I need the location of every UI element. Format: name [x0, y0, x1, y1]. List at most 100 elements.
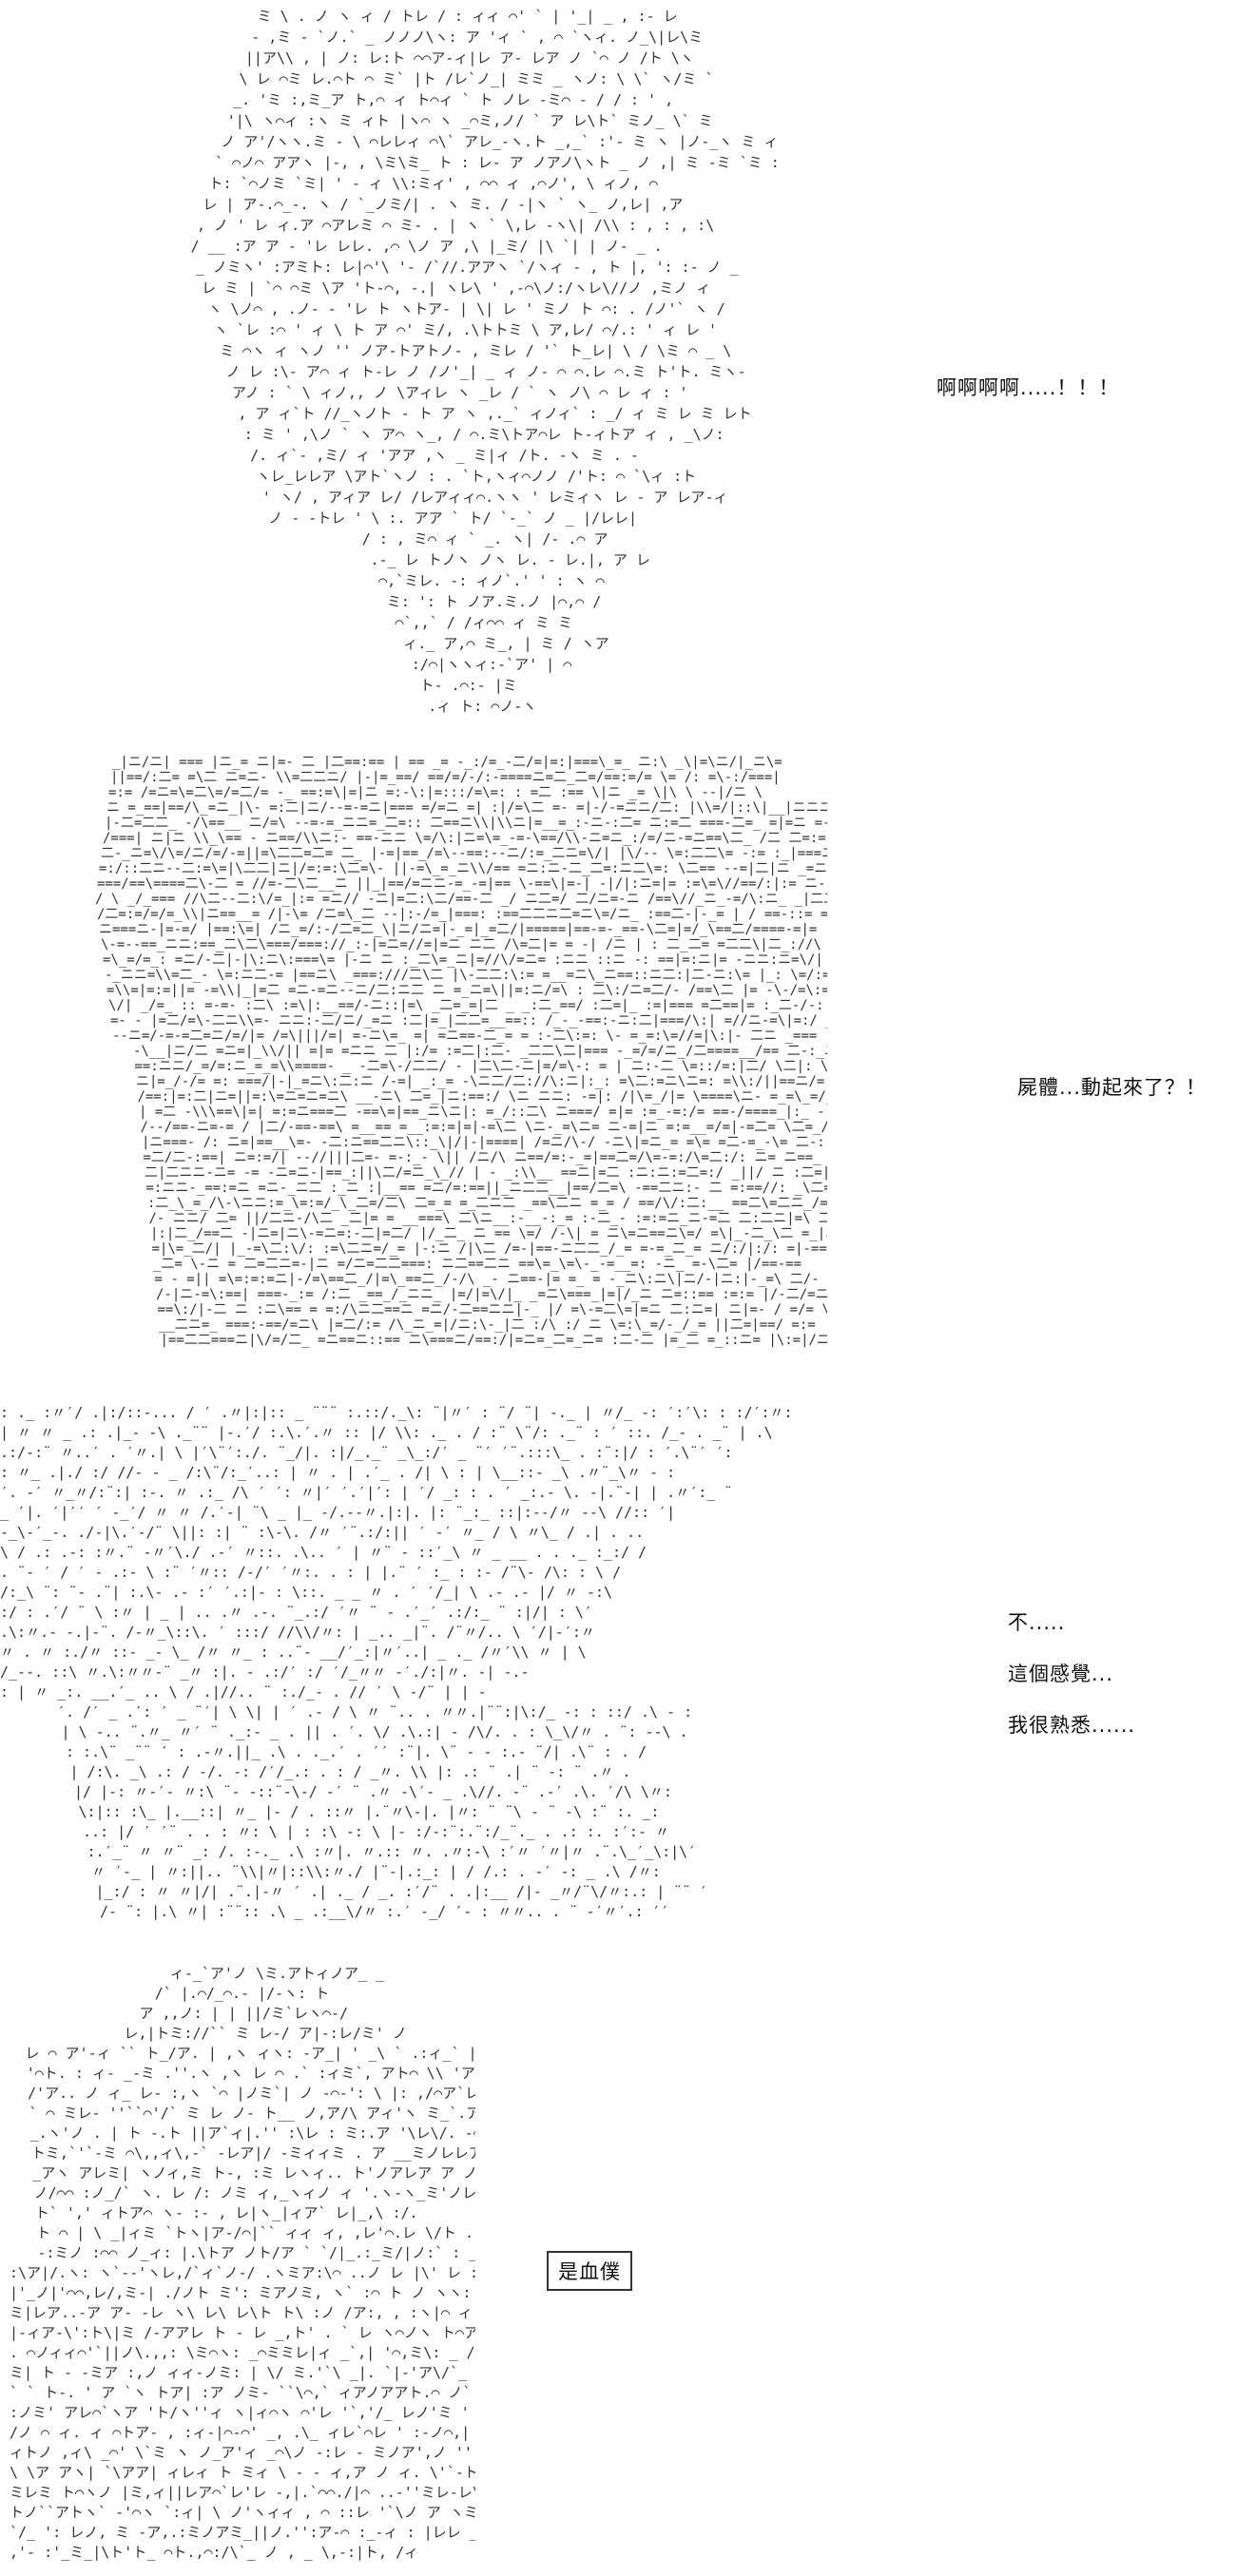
ascii-art-line: /==:|=:二|ニ=||=:\=ニ=ニ=ニ\ __-ニ\ 二=_|ニ:==:/… [138, 1089, 828, 1105]
caption-scream: 啊啊啊啊.....！！！ [937, 373, 1119, 401]
ascii-art-line: , ア ィ`ト //_ヽノト - ト ア ヽ ,._` ィノィ` : _/ ィ … [238, 405, 751, 422]
ascii-art-line: =\_=/=_: =ニ/-二|-|\:ニ\:===\= |-ニ ニ :_二\=_… [103, 952, 823, 968]
ascii-art-line: ニ|=_/-/= =: ===/|-|_=ニ\:二:ニ /-=| _:_= -\… [136, 1074, 827, 1089]
ascii-art-line: |'_ノ|'⌒⌒,レ/,ミ-| ./ノト ミ': ミアノミ, ヽ` :⌒ ト ノ… [10, 2284, 475, 2301]
ascii-art-line: アノ : ` \ ィノ,, ノ \アィレ ヽ _レ / ` ヽ ノ\ ⌒ レ ィ… [232, 384, 688, 401]
ascii-art-line: \ / .: .-: :〃.¨ -〃′\./ .-′ 〃::. .\.. ′ |… [0, 1544, 647, 1561]
ascii-art-line: ト- .⌒:- |ミ [420, 677, 517, 694]
ascii-art-line: ィトノ ,ィ\ _⌒' \`ミ ヽ ノ_ア'ィ _⌒\ノ -:レ - ミノア',… [10, 2444, 475, 2461]
ascii-art-line: /二=:=/=/=_\\|ニ==__= /|-\= /ニ=\_二 --|:-/=… [97, 907, 827, 922]
ascii-art-line: ニ===ニ-|=-=/ |==:\=| /ニ_=/:-/二=二_\|ニ/ニ=|-… [99, 922, 817, 937]
ascii-art-line: |/ |-: 〃-′- 〃:\ ¨- -::¨-\-/ -′ ¨ .〃 -\′-… [74, 1783, 672, 1800]
ascii-art-line: :/⌒|ヽヽィ:-`ア' | ⌒ [412, 656, 571, 673]
ascii-art-line: ' ヽ/ , アィア レ/ /レアィィ⌒.ヽヽ ' レミィヽ レ - ア レア-… [262, 489, 728, 506]
ascii-art-line: トノ``アトヽ` -'⌒ヽ `:ィ| \ ノ'ヽィィ , ⌒ ::レ '`\ノ … [10, 2504, 475, 2521]
ascii-art-line: = - =|| =\=:=:=ニ|-/=\==二_/|=\_==二_/-/\ _… [155, 1272, 820, 1287]
ascii-art-line: 二|二ニニ-ニ= -= -ニ=ニ-|==_:||\二/=ニ_\_// | - _… [145, 1165, 827, 1181]
ascii-art-line: |ニ===- /: ニ=|==__\=- -二:ニ==二ニ\::_\|/|-|=… [142, 1135, 827, 1150]
ascii-art-line: _. 'ミ :,ミ_ア ト,⌒ ィ ト⌒ィ ` ト ノレ -ミ⌒ - / / :… [233, 91, 673, 108]
ascii-art-line: /- ¨: |.\ 〃| :¨¨:: .\ _ .:__\/〃 :.′ -_/ … [100, 1903, 669, 1920]
ascii-art-line: ミ| ト - -ミア :,ノ ィィ-ノミ: | \/ ミ.'`\ _|. `|-… [10, 2364, 475, 2381]
ascii-art-line: ヽレ_レレア \アト`ヽノ : . `ト,ヽィ⌒ノノ /'ト: ⌒ `\ィ :ト [256, 468, 696, 485]
art-panel-scream: ミ \ . ノ ヽ ィ / トレ / : ィィ ⌒' ` | '_| _ , :… [152, 0, 780, 722]
ascii-art-line: \ \ア アヽ| `\アア| ィレィ ト ミィ \ - - ィ,ア ノ ィ. \… [10, 2464, 475, 2481]
ascii-art-line: _|ニ/ニ| === |ニ_= ニ|=- 二 |二==:== | == _= -… [112, 755, 782, 770]
ascii-art-line: __二ニ=_ ===:-==/=ニ\ |=二/:= /\_ニ_=|/ニ:\-_|… [159, 1317, 816, 1333]
ascii-art-line: /'ア.. ノ ィ_ レ- :,ヽ `⌒ |ノミ`| ノ -⌒-': \ |: … [28, 2085, 475, 2102]
ascii-art-line: =:ニニ-_==:=ニ =ニ-_ニ二 :_ニ :|__== =ニ/=:==||_… [146, 1181, 828, 1196]
ascii-art-line: /:_\ ¨: ¨- .¨| :.\- .- :′ ′.:|- : \::. _… [0, 1584, 612, 1601]
ascii-art-line: _アヽ アレミ| ヽノィ,ミ ト-, :ミ レヽィ.. ト'ノアレア ア ノ_ミ… [32, 2164, 475, 2182]
ascii-art-line: =:/::二ニ--二:=\=|\二二|ニ|/=:=:\二=\- ||-=\_=_… [99, 861, 827, 876]
ascii-art-line: |==二二===ニ|\/=/二_ =ニ==ニ::== ニ\===ニ/==:/|=… [161, 1333, 828, 1348]
caption-recognize-line1: 不..... [1008, 1611, 1066, 1634]
ascii-art-line: -_ニニ=\\=二_- \=:ニ二-= |==ニ\ _===:///二\二 |\… [105, 968, 827, 983]
ascii-art-line: ⌒`,,` / /ィ⌒⌒ ィ ミ ミ [396, 614, 572, 631]
ascii-art-line: --ニ=/-=-=二=ニ/=/|= /=\|||/=| =-ニ\=_ =| =ニ… [112, 1028, 817, 1044]
caption-corpse-text: 屍體...動起來了？！ [1017, 1076, 1207, 1099]
art-panel-hand: : ._ :〃′/ .|:/::-... / ′ .〃|:|:: _ ¨¨¨ :… [0, 1397, 903, 1930]
ascii-art-line: ィ._ ア,⌒ ミ_, | ミ / ヽア [403, 635, 608, 652]
ascii-art-line: .:/-:¨ 〃..′ . ′〃.| \ |′\¨′:./. ¨_/|. :|/… [0, 1444, 733, 1461]
ascii-art-line: '⌒ト. : ィ- _-ミ .''.ヽ ,ヽ レ ⌒ .` :ィミ`, アト⌒ … [27, 2065, 475, 2082]
ascii-art-line: /` |.⌒/_⌒.- |/-ヽ: ト [155, 1985, 330, 2002]
ascii-art-line: レ | ア-.⌒_-. ヽ / `_ノミ/| . ヽ ミ. / -|ヽ ` ヽ_… [203, 196, 683, 213]
ascii-art-line: ` ` ト-. ' ア `ヽ トア| :ア ノミ- ``\⌒,` ィアノアアト.… [10, 2384, 472, 2401]
ascii-art-line: ヽ `レ :⌒ ' ィ \ ト ア ⌒' ミ/, .\トトミ \ ア,レ/ ⌒/… [214, 321, 717, 338]
ascii-art-line: ト ⌒ | \ _|ィミ `トヽ|ア-/⌒|`` ィィ ィ, ,レ'⌒.レ \/… [36, 2224, 475, 2241]
ascii-art-line: /===| ニ|ニ \\_\== - ニ==/\\ニ:- ==-ニニ \=/\:… [103, 831, 827, 846]
ascii-art-line: ⌒,`ミレ. -: ィノ`.' ' : ヽ ⌒ [378, 572, 605, 589]
ascii-art-line: .ィ ト: ⌒ノ-ヽ [428, 698, 536, 715]
ascii-art-line: ニ =_==|==/\_=ニ_|\- =:二|ニ/--=-=ニ|=== =/=ニ… [106, 800, 827, 816]
ascii-art-line: ==:ニニ/_=/=:ニ_=_=\\====- _ -二=\-/二二/ - |二… [135, 1059, 828, 1074]
ascii-art-line: 〃 . 〃 :./〃 ::- _- \_ /〃 〃_ : ..¨- __/′_:… [0, 1644, 587, 1661]
ascii-art-line: トミ,`'`-ミ ⌒\,,ィ\,-` -レア|/ -ミィィミ . ア __ミノレ… [31, 2144, 475, 2162]
ascii-art-line: ト` ',' ィトア⌒ ヽ- :- , レ|ヽ_|ィア` レ|_,\ :/. [35, 2204, 418, 2221]
ascii-art-line: : | 〃 _:. __.′_ .. \ / .|//.. ¨ :./_- . … [0, 1683, 487, 1701]
ascii-art-line: =:= /=ニ=\=二\=/=二/= -_ ==:=\|=|ニ =:-\:|=:… [108, 785, 763, 800]
ascii-art-line: : 〃_ .|./ :/ //- - _ /:\¨/:_′..: | 〃 . |… [0, 1464, 675, 1481]
ascii-art-line: 〃 ′-_ | 〃:||.. ¨\\|〃|::\\:〃./ |¨-|.:_: |… [91, 1863, 661, 1880]
caption-recognize: 不..... 這個感覺... 我很熟悉...... [1008, 1597, 1135, 1751]
ascii-art-line: / __ :ア ア - 'レ レレ. ,⌒ \ノ ア ,\ |_ミ/ |\ `|… [191, 238, 663, 255]
ascii-art-line: \:|:: :\_ |.__::| 〃_ |- / . ::〃 |.¨〃\-|.… [79, 1803, 660, 1820]
ascii-art-line: /ノ ⌒ ィ. ィ ⌒トア- , :ィ-|⌒-⌒' _, .\_ ィレ`⌒レ '… [10, 2424, 470, 2441]
ascii-art-line: =\\=|=:=||= -=\\|_|=二 =ニ-=ニ--ニ/二:ニ二 ニ =_… [106, 983, 827, 998]
ascii-art-line: \ レ ⌒ミ レ.⌒ト ⌒ ミ` |ト /レ`ノ_| ミミ _ ヽノ: \ \`… [240, 70, 714, 87]
ascii-art-line: _ ノミヽ' :アミト: レ|⌒'\ '- /`//.アアヽ `/ヽィ - , … [196, 259, 740, 276]
ascii-art-line: . ¨- ′ / ′ - .:- \ :¨ ′〃:: /-/′ ′〃:. . :… [0, 1564, 621, 1581]
ascii-art-line: `/_ ': レノ, ミ -ア,.:ミノアミ_||ノ.'':ア-⌒ :_-ィ :… [10, 2524, 475, 2541]
ascii-art-face: ミ \ . ノ ヽ ィ / トレ / : ィィ ⌒' ` | '_| _ , :… [191, 8, 780, 715]
ascii-art-line: レ ミ | `⌒ ⌒ミ \ア 'ト-⌒, -.| ヽレ\ ' ,-⌒\ノ:/ヽレ… [202, 279, 710, 297]
ascii-art-line: -\__|ニ/二 =ニ=|_\\/|| =|= =ニニ 二 |:/= :=二|:… [133, 1044, 827, 1059]
ascii-art-hand: : ._ :〃′/ .|:/::-... / ′ .〃|:|:: _ ¨¨¨ :… [0, 1404, 793, 1920]
ascii-art-line: /--/==-ニ=-= / |二/-==-==\ =__== =__:=:=|=… [141, 1120, 828, 1135]
ascii-art-line: \-=--==_ニニ:==_二\二\===/===://_:-|=ニ=//=|=… [101, 937, 827, 952]
ascii-art-line: ′. -′ 〃_〃/:¨:| :-. 〃 .:_ /\ ′ ′: 〃|′ ′.′… [0, 1484, 732, 1501]
caption-recognize-line2: 這個感覺... [1008, 1663, 1114, 1685]
ascii-art-line: :ノミ' アレ⌒`ヽア 'ト/ヽ''ィ ヽ|ィ⌒ヽ ⌒'レ '`,'/_ レノ'… [10, 2404, 475, 2421]
ascii-art-line: ミ|レア..-ア ア- -レ ヽ\ レ\ レ\ト ト\ :ノ /ア:, , :ヽ… [10, 2304, 475, 2321]
ascii-art-line: ||ア\\ , | ノ: レ:ト ⌒⌒ア-ィ|レ ア- レア ノ `⌒ ノ /ト… [245, 49, 694, 67]
ascii-art-line: ミ \ . ノ ヽ ィ / トレ / : ィィ ⌒' ` | '_| _ , :… [258, 8, 678, 25]
ascii-art-corpse: _|ニ/ニ| === |ニ_= ニ|=- 二 |二==:== | == _= -… [95, 755, 828, 1348]
ascii-art-line: _ ′|. ′|′′ ′ -_′/ 〃 〃 /.′-| ¨\ _ |_ -/.-… [0, 1504, 675, 1521]
ascii-art-line: /. ィ`- ,ミ/ ィ 'アア ,ヽ _ ミ|ィ /ト. -ヽ ミ . - [250, 447, 639, 464]
ascii-art-line: 二-_ニ=\/\=/ニ/=/-=||=\二二=二= 二_ |-=|==_/=\-… [101, 846, 827, 861]
ascii-art-line: '|\ ヽ⌒ィ :ヽ ミ ィト |ヽ⌒ ヽ _⌒ミ,ノ/ ` ア レ\ト` ミノ… [227, 112, 713, 129]
ascii-art-line: /_--. ::\ 〃.\:〃〃-¨ _〃 :|. - .:/′ :/ ′/_〃… [0, 1663, 530, 1681]
ascii-art-line: :/ : .′/ ¨ \ :〃 | _ | .. .〃 .-. ¨_.:/ ′〃… [0, 1604, 592, 1621]
ascii-art-line: .-_ レ トノヽ ノヽ レ. - レ.|, ア レ [370, 551, 650, 568]
ascii-art-line: =- - |=二/=\-二ニ\\=- ニニ:-二/ニ/_=ニ :二|=_|二二=… [110, 1013, 827, 1028]
caption-scream-text: 啊啊啊啊.....！！！ [937, 376, 1120, 399]
ascii-art-line: ィ-_`ア'ノ \ミ.アトィノア_ _ [170, 1965, 385, 1982]
ascii-art-line: /- ニニ/ 二= ||/二ニ-/\二 _二|= = __===\ 二\ニ__:… [149, 1211, 828, 1226]
ascii-art-line: . ⌒ノィィ⌒'`||ノ\.,,: \ミ⌒ヽ: _⌒ミミレ|ィ _`,| '⌒,… [10, 2344, 475, 2361]
ascii-art-line: _二= \-ニ = 二=二ニ=-|ニ =/ニ=二二===: ニ二==二ニ ==\… [153, 1257, 801, 1272]
ascii-art-line: ===/==\====二\-二 = //=-二\二__ニ ||_|==/=ニニ-… [97, 876, 826, 892]
ascii-art-line: ,'- :'_ミ_|\ト'ト_ ⌒ト.,⌒:/\`_ ノ , _ \,-:|ト,… [10, 2544, 418, 2561]
caption-identity-text: 是血僕 [558, 2260, 621, 2283]
ascii-art-line: ミ ⌒ヽ ィ ヽノ '' ノア-トアトノ- , ミレ / '` ト_レ| \ /… [220, 342, 731, 359]
ascii-art-line: ヽ \ノ⌒ , .ノ- - 'レ ト ヽトア- | \| レ ' ミノ ト ⌒:… [208, 300, 725, 317]
ascii-art-line: | 〃 〃 _ .: .|_- -\ ._¨¨ |-.′/ :.\.′.〃 ::… [0, 1424, 773, 1441]
